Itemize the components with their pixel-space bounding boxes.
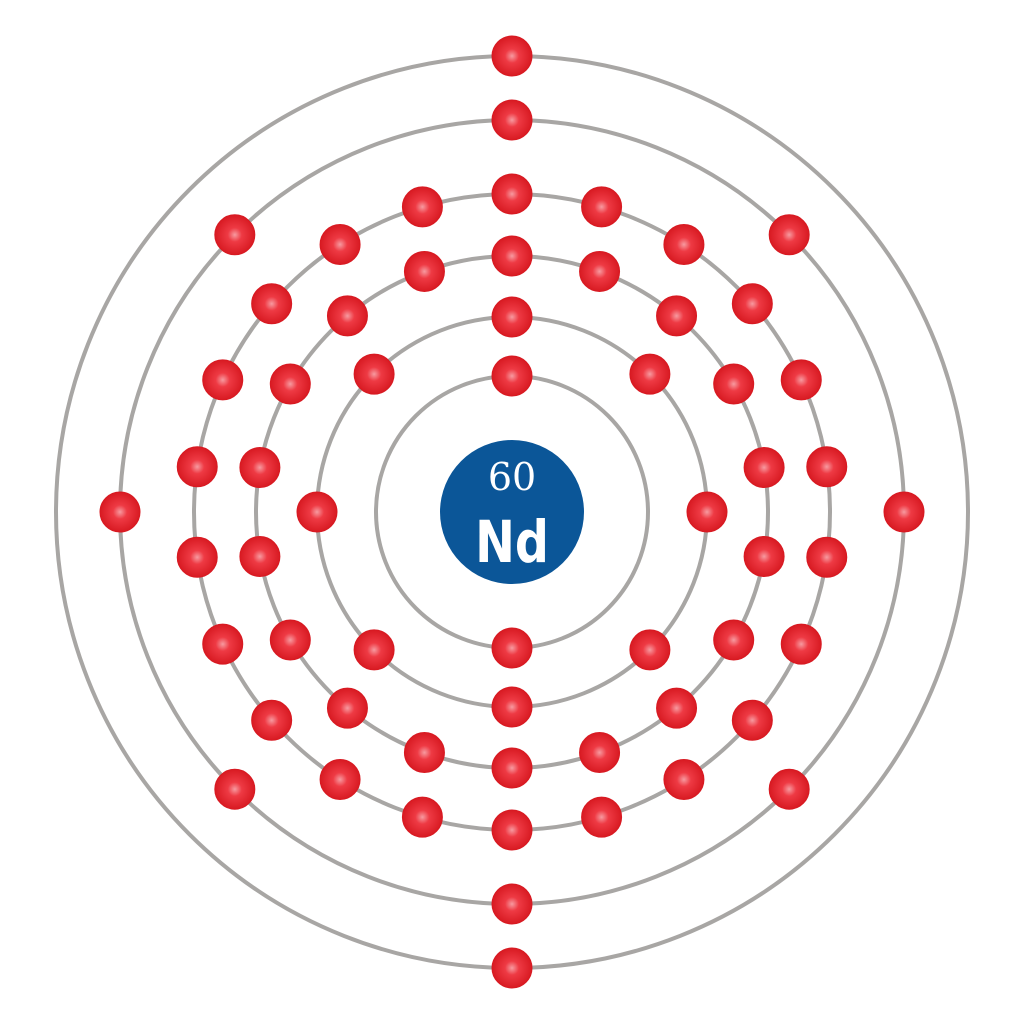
electron-shell-3-10 xyxy=(491,747,533,789)
electron-shell-5-7 xyxy=(99,491,141,533)
electron-shell-4-6 xyxy=(806,446,848,488)
electron-shell-4-14 xyxy=(319,759,361,801)
electron-shell-2-1 xyxy=(491,296,533,338)
electron-shell-3-2 xyxy=(579,250,621,292)
electron-shell-3-5 xyxy=(743,447,785,489)
electron-shell-4-22 xyxy=(401,186,443,228)
electron-shell-4-7 xyxy=(806,536,848,578)
electron-shell-4-5 xyxy=(780,359,822,401)
electron-shell-2-5 xyxy=(491,686,533,728)
electron-shell-3-7 xyxy=(713,619,755,661)
electron-shell-4-18 xyxy=(176,446,218,488)
electron-shell-4-1 xyxy=(491,173,533,215)
electron-shell-5-5 xyxy=(491,883,533,925)
electron-shell-3-13 xyxy=(269,619,311,661)
electron-shell-2-4 xyxy=(629,629,671,671)
electron-shell-4-21 xyxy=(319,223,361,265)
element-symbol: Nd xyxy=(475,508,549,576)
nucleus: 60 Nd xyxy=(440,440,584,584)
electron-shell-4-10 xyxy=(663,759,705,801)
electron-shell-2-8 xyxy=(353,353,395,395)
electron-shell-5-3 xyxy=(883,491,925,533)
electron-shell-3-8 xyxy=(656,687,698,729)
electron-shell-1-1 xyxy=(491,355,533,397)
electron-shell-4-15 xyxy=(251,699,293,741)
electron-shell-5-4 xyxy=(768,768,810,810)
electron-shell-3-1 xyxy=(491,235,533,277)
electron-shell-4-4 xyxy=(731,283,773,325)
electron-shell-5-1 xyxy=(491,99,533,141)
nucleus-circle xyxy=(440,440,584,584)
electron-shell-4-12 xyxy=(491,809,533,851)
electron-shell-6-2 xyxy=(491,947,533,989)
electron-shell-2-6 xyxy=(353,629,395,671)
electron-shell-3-3 xyxy=(656,295,698,337)
electron-shell-3-4 xyxy=(713,363,755,405)
atomic-number: 60 xyxy=(488,455,536,499)
electron-shell-5-8 xyxy=(214,214,256,256)
electron-shell-3-12 xyxy=(326,687,368,729)
electron-shell-3-18 xyxy=(403,250,445,292)
electron-shell-2-7 xyxy=(296,491,338,533)
electron-shell-4-16 xyxy=(202,623,244,665)
electron-shell-3-15 xyxy=(239,447,281,489)
electron-shell-3-16 xyxy=(269,363,311,405)
electron-shell-3-9 xyxy=(579,732,621,774)
electron-shell-6-1 xyxy=(491,35,533,77)
electron-shell-3-6 xyxy=(743,535,785,577)
electron-shell-5-2 xyxy=(768,214,810,256)
electron-shell-4-19 xyxy=(202,359,244,401)
electrons xyxy=(99,35,925,989)
electron-shell-4-11 xyxy=(581,796,623,838)
electron-shell-4-9 xyxy=(731,699,773,741)
electron-shell-4-8 xyxy=(780,623,822,665)
electron-shell-2-2 xyxy=(629,353,671,395)
electron-shell-4-2 xyxy=(581,186,623,228)
electron-shell-4-17 xyxy=(176,536,218,578)
electron-shell-4-13 xyxy=(401,796,443,838)
electron-shell-5-6 xyxy=(214,768,256,810)
electron-shell-4-20 xyxy=(251,283,293,325)
electron-shell-1-2 xyxy=(491,627,533,669)
electron-shell-3-14 xyxy=(239,535,281,577)
electron-shell-2-3 xyxy=(686,491,728,533)
electron-shell-3-11 xyxy=(403,732,445,774)
electron-shell-3-17 xyxy=(326,295,368,337)
electron-shell-4-3 xyxy=(663,223,705,265)
